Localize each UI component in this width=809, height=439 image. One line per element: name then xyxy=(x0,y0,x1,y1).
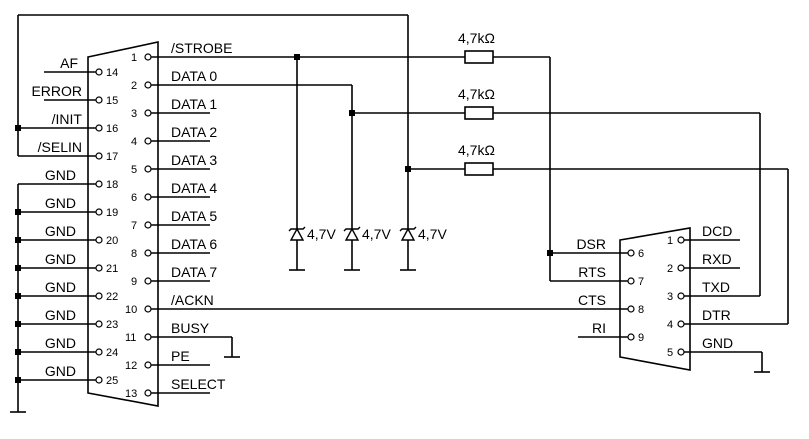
pin-label: BUSY xyxy=(171,320,210,336)
pin-number: 6 xyxy=(638,248,644,260)
pin-number: 20 xyxy=(106,235,118,247)
pin-number: 22 xyxy=(106,291,118,303)
pin-label: /ACKN xyxy=(171,292,214,308)
resistor-1-label: 4,7kΩ xyxy=(458,30,495,46)
pin-number: 7 xyxy=(638,276,644,288)
zener-diode-2 xyxy=(343,226,361,241)
resistor-1 xyxy=(464,50,494,64)
pin-number: 25 xyxy=(106,375,118,387)
pin-number: 10 xyxy=(125,304,137,316)
resistors xyxy=(464,50,494,176)
pin-number: 9 xyxy=(638,332,644,344)
pin-number: 3 xyxy=(131,108,137,120)
zener-diode-3 xyxy=(399,226,417,241)
pin-number: 4 xyxy=(667,319,673,331)
pin-label: DATA 2 xyxy=(171,124,217,140)
pin-label: DATA 6 xyxy=(171,236,217,252)
pin-number: 18 xyxy=(106,179,118,191)
resistor-2-label: 4,7kΩ xyxy=(458,86,495,102)
pin-number: 2 xyxy=(667,263,673,275)
zener-diodes xyxy=(288,226,417,241)
pin-number: 17 xyxy=(106,151,118,163)
pin-number: 15 xyxy=(106,95,118,107)
pin-label: GND xyxy=(45,223,76,239)
resistor-2 xyxy=(464,106,494,120)
pin-label: GND xyxy=(45,279,76,295)
pin-label: AF xyxy=(60,55,78,71)
pin-number: 19 xyxy=(106,207,118,219)
pin-label: GND xyxy=(45,251,76,267)
pin-label: DCD xyxy=(702,223,732,239)
pin-number: 9 xyxy=(131,276,137,288)
pin-label: GND xyxy=(702,335,733,351)
pin-label: SELECT xyxy=(171,376,226,392)
pin-number: 1 xyxy=(667,235,673,247)
pin-number: 21 xyxy=(106,263,118,275)
pin-label: DATA 0 xyxy=(171,68,217,84)
pin-label: CTS xyxy=(578,292,606,308)
pin-number: 24 xyxy=(106,347,118,359)
zener-2-label: 4,7V xyxy=(362,226,391,242)
pin-number: 14 xyxy=(106,67,118,79)
pin-label: /STROBE xyxy=(171,40,232,56)
pin-label: DATA 7 xyxy=(171,264,217,280)
pin-number: 3 xyxy=(667,291,673,303)
pin-number: 5 xyxy=(131,164,137,176)
wires xyxy=(10,14,789,413)
resistor-3 xyxy=(464,162,494,176)
pin-label: GND xyxy=(45,307,76,323)
pin-label: DTR xyxy=(702,307,731,323)
pin-number: 12 xyxy=(125,360,137,372)
pin-number: 4 xyxy=(131,136,137,148)
zener-3-label: 4,7V xyxy=(418,226,447,242)
pin-number: 13 xyxy=(125,388,137,400)
pin-number: 11 xyxy=(125,332,136,344)
db9-right-pins: 1 DCD 2 RXD 3 TXD 4 DTR 5 GND xyxy=(667,223,733,359)
pin-label: GND xyxy=(45,195,76,211)
pin-label: GND xyxy=(45,167,76,183)
pin-number: 2 xyxy=(131,80,137,92)
junctions xyxy=(15,54,553,383)
pin-label: DATA 1 xyxy=(171,96,217,112)
pin-number: 8 xyxy=(131,248,137,260)
db9-left-pins: DSR 6 RTS 7 CTS 8 RI 9 xyxy=(576,236,644,344)
resistor-3-label: 4,7kΩ xyxy=(458,142,495,158)
zener-diode-1 xyxy=(288,226,306,241)
zener-1-label: 4,7V xyxy=(307,226,336,242)
pin-label: GND xyxy=(45,335,76,351)
pin-label: DATA 5 xyxy=(171,208,217,224)
pin-label: RTS xyxy=(578,264,606,280)
pin-number: 23 xyxy=(106,319,118,331)
pin-label: /INIT xyxy=(52,111,83,127)
pin-circles xyxy=(95,53,685,397)
pin-label: TXD xyxy=(702,279,730,295)
pin-label: GND xyxy=(45,363,76,379)
db25-right-pins: 1 /STROBE 2 DATA 0 3 DATA 1 4 DATA 2 5 D… xyxy=(125,40,232,400)
pin-label: PE xyxy=(171,348,190,364)
pin-number: 1 xyxy=(131,52,137,64)
pin-label: DATA 3 xyxy=(171,152,217,168)
pin-number: 5 xyxy=(667,347,673,359)
pin-number: 16 xyxy=(106,123,118,135)
pin-label: DSR xyxy=(576,236,606,252)
pin-number: 8 xyxy=(638,304,644,316)
pin-label: /SELIN xyxy=(38,139,82,155)
db9-connector-body xyxy=(619,227,691,371)
pin-label: RXD xyxy=(702,251,732,267)
pin-number: 6 xyxy=(131,192,137,204)
pin-number: 7 xyxy=(131,220,137,232)
db25-left-pins: AF 14 ERROR 15 /INIT 16 /SELIN 17 GND 18… xyxy=(31,55,118,387)
pin-label: ERROR xyxy=(31,83,82,99)
db25-connector-body xyxy=(87,41,159,407)
pin-label: DATA 4 xyxy=(171,180,217,196)
pin-label: RI xyxy=(592,320,606,336)
